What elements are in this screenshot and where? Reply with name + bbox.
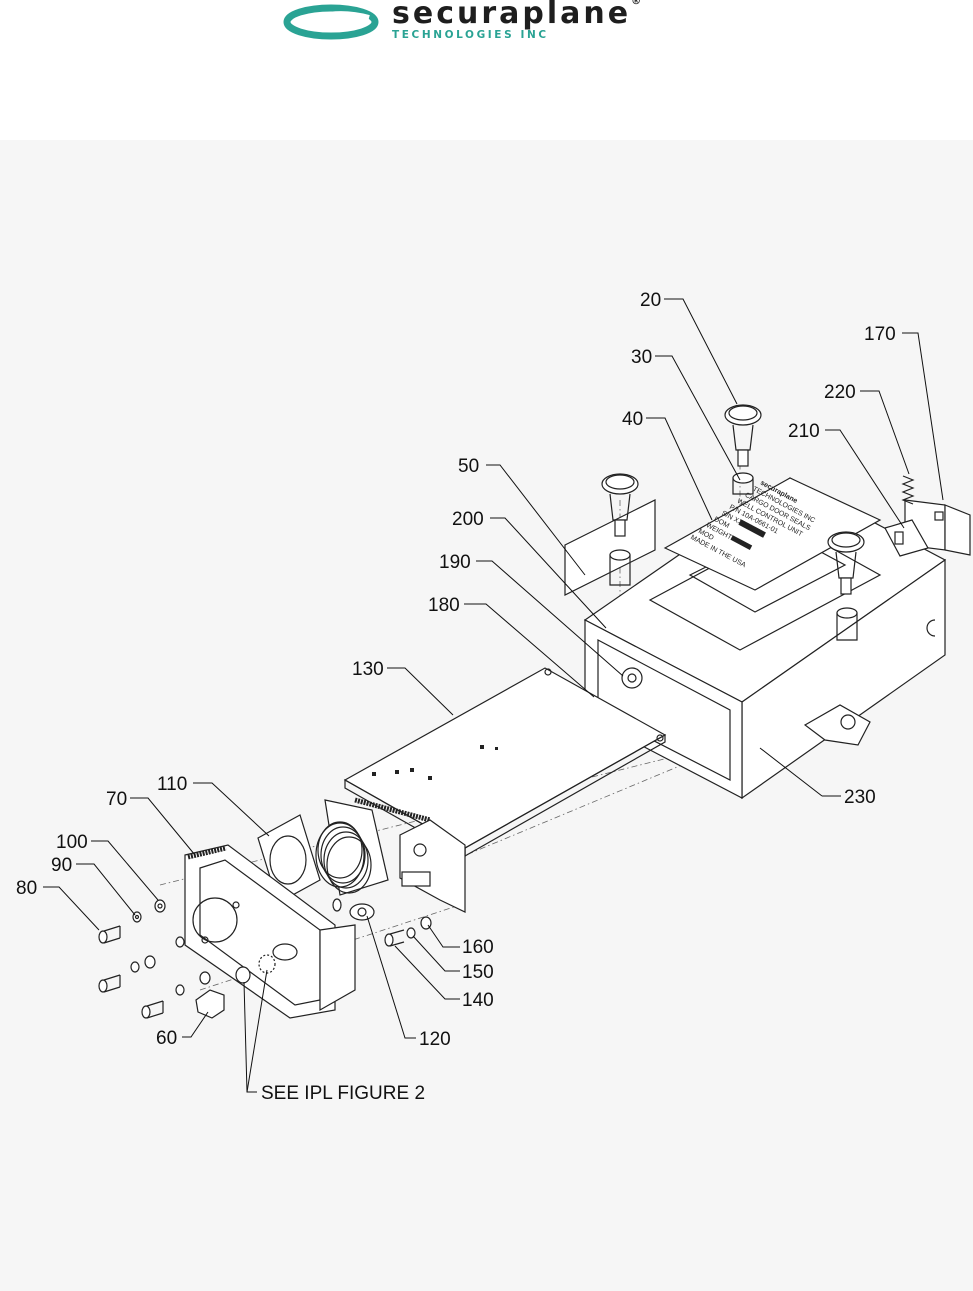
callout-200: 200 — [452, 509, 484, 530]
callout-140: 140 — [462, 990, 494, 1011]
callout-70: 70 — [106, 789, 127, 810]
callout-210: 210 — [788, 421, 820, 442]
callout-50: 50 — [458, 456, 479, 477]
callout-20: 20 — [640, 290, 661, 311]
callout-220: 220 — [824, 382, 856, 403]
callout-170: 170 — [864, 324, 896, 345]
callout-30: 30 — [631, 347, 652, 368]
callout-80: 80 — [16, 878, 37, 899]
callout-120: 120 — [419, 1029, 451, 1050]
callout-130: 130 — [352, 659, 384, 680]
callout-180: 180 — [428, 595, 460, 616]
callout-190: 190 — [439, 552, 471, 573]
callout-230: 230 — [844, 787, 876, 808]
callout-60: 60 — [156, 1028, 177, 1049]
see-ipl-note: SEE IPL FIGURE 2 — [261, 1083, 425, 1104]
callout-90: 90 — [51, 855, 72, 876]
callout-110: 110 — [157, 774, 187, 795]
callout-100: 100 — [56, 832, 88, 853]
bracket-170-220-210 — [885, 476, 970, 556]
callout-150: 150 — [462, 962, 494, 983]
callout-160: 160 — [462, 937, 494, 958]
callout-40: 40 — [622, 409, 643, 430]
